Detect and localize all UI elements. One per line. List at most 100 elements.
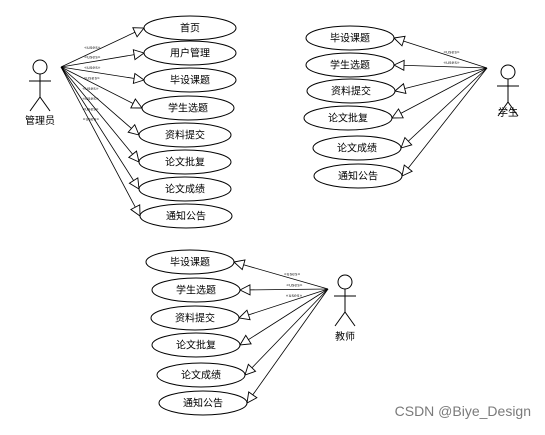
teacher-association-line (239, 288, 329, 346)
teacher-use-case-oval (145, 249, 235, 275)
admin-stereotype-label: «uses» (84, 45, 101, 50)
student-use-case-oval (306, 78, 396, 104)
admin-association-line (60, 66, 140, 190)
teacher-association-line (239, 288, 329, 291)
student-use-case-label: 资料提交 (331, 85, 371, 98)
admin-stereotype-label: «uses» (84, 65, 101, 70)
teacher-stereotype-label: «uses» (286, 282, 303, 287)
admin-use-case-oval (143, 15, 237, 41)
admin-use-case-oval (139, 203, 233, 229)
admin-actor-left-leg (29, 96, 41, 112)
student-association-line (394, 67, 488, 92)
teacher-use-case-oval (150, 305, 240, 331)
admin-stereotype-label: «uses» (83, 117, 100, 122)
teacher-use-case-5: 论文成绩 (156, 288, 329, 388)
student-use-case-label: 通知公告 (338, 170, 378, 183)
admin-use-case-label: 论文批复 (165, 156, 205, 169)
admin-association-line (60, 66, 141, 217)
teacher-stereotype-label: «uses» (286, 293, 303, 298)
teacher-use-case-oval (151, 332, 241, 358)
admin-association-line (60, 66, 143, 109)
student-association-arrowhead (393, 35, 406, 47)
student-association-line (393, 37, 488, 69)
admin-association-line (60, 66, 145, 81)
teacher-use-case-label: 通知公告 (183, 397, 223, 410)
admin-use-case-label: 论文成绩 (165, 183, 205, 196)
admin-stereotype-label: «uses» (82, 96, 99, 101)
student-use-case-oval (305, 52, 395, 78)
admin-association-line (60, 66, 140, 136)
admin-association-arrowhead (127, 150, 140, 163)
admin-use-case-label: 学生选题 (168, 102, 208, 115)
admin-use-case-6: 论文批复 «uses» (60, 66, 232, 175)
teacher-use-case-4: 论文批复 (151, 288, 329, 358)
student-stereotype-label: «uses» (444, 50, 461, 55)
student-use-case-label: 毕设课题 (330, 32, 370, 45)
student-association-line (391, 67, 488, 119)
admin-association-arrowhead (128, 177, 140, 190)
student-use-case-oval (312, 135, 402, 161)
teacher-association-arrowhead (238, 309, 251, 321)
admin-use-case-oval (138, 149, 232, 175)
watermark: CSDN @Biye_Design (394, 403, 531, 419)
student-use-case-2: 学生选题«uses» (305, 52, 488, 78)
teacher-actor-left-leg (334, 311, 346, 327)
student-association-arrowhead (392, 59, 405, 72)
admin-use-case-5: 资料提交«uses» (60, 66, 232, 148)
admin-association-arrowhead (127, 123, 140, 136)
admin-actor-head (32, 59, 48, 75)
teacher-use-case-oval (158, 390, 248, 416)
student-use-case-3: 资料提交 (306, 67, 488, 104)
admin-use-case-oval (141, 95, 235, 121)
admin-association-line (60, 52, 145, 68)
admin-association-arrowhead (130, 98, 143, 109)
admin-actor-right-leg (39, 96, 51, 112)
teacher-use-case-1: 毕设课题 «uses» (145, 249, 329, 290)
admin-use-case-oval (138, 122, 232, 148)
teacher-actor-right-leg (344, 311, 356, 327)
admin-use-case-label: 毕设课题 (170, 74, 210, 87)
teacher-actor-head (337, 274, 353, 290)
student-use-case-6: 通知公告 (313, 67, 488, 189)
teacher-association-line (233, 261, 329, 290)
admin-association-arrowhead (132, 49, 145, 61)
admin-stereotype-label: «uses» (84, 76, 101, 81)
teacher-use-case-label: 资料提交 (175, 312, 215, 325)
student-use-case-oval (303, 105, 393, 131)
student-use-case-5: 论文成绩 (312, 67, 488, 161)
admin-use-case-7: 论文成绩 «uses» (60, 66, 232, 202)
student-use-case-1: 毕设课题 «uses» (305, 25, 488, 69)
admin-association-arrowhead (130, 204, 141, 217)
admin-association-arrowhead (132, 27, 145, 38)
student-association-line (400, 67, 488, 149)
teacher-actor: 教师 (334, 274, 356, 343)
teacher-use-case-label: 论文成绩 (181, 369, 221, 382)
student-use-case-4: 论文批复 (303, 67, 488, 131)
teacher-use-case-6: 通知公告 (158, 288, 329, 416)
admin-use-case-4: 学生选题 «uses» (60, 66, 235, 121)
teacher-use-case-label: 毕设课题 (170, 256, 210, 269)
admin-association-line (60, 27, 145, 68)
admin-use-case-oval (143, 40, 237, 66)
teacher-use-case-3: 资料提交 «uses» (150, 288, 329, 331)
admin-actor-label: 管理员 (25, 114, 55, 127)
teacher-association-line (244, 288, 329, 376)
admin-use-case-3: 毕设课题 «uses» (60, 65, 237, 93)
admin-actor: 管理员 (25, 59, 55, 127)
teacher-association-arrowhead (244, 363, 257, 376)
student-use-case-label: 论文成绩 (337, 142, 377, 155)
teacher-association-arrowhead (233, 259, 246, 271)
teacher-use-case-2: 学生选题«uses» (151, 277, 329, 303)
admin-use-case-label: 首页 (180, 22, 200, 35)
student-stereotype-label: «uses» (444, 60, 461, 65)
teacher-use-case-oval (156, 362, 246, 388)
admin-use-case-8: 通知公告«uses» (60, 66, 233, 229)
admin-use-case-2: 用户管理«uses» (60, 40, 237, 68)
student-use-case-label: 论文批复 (328, 112, 368, 125)
student-association-arrowhead (394, 82, 407, 95)
admin-use-case-oval (138, 176, 232, 202)
teacher-association-arrowhead (246, 391, 258, 404)
student-actor-right-leg (507, 101, 519, 117)
admin-use-case-1: 首页 «uses» (60, 15, 237, 68)
